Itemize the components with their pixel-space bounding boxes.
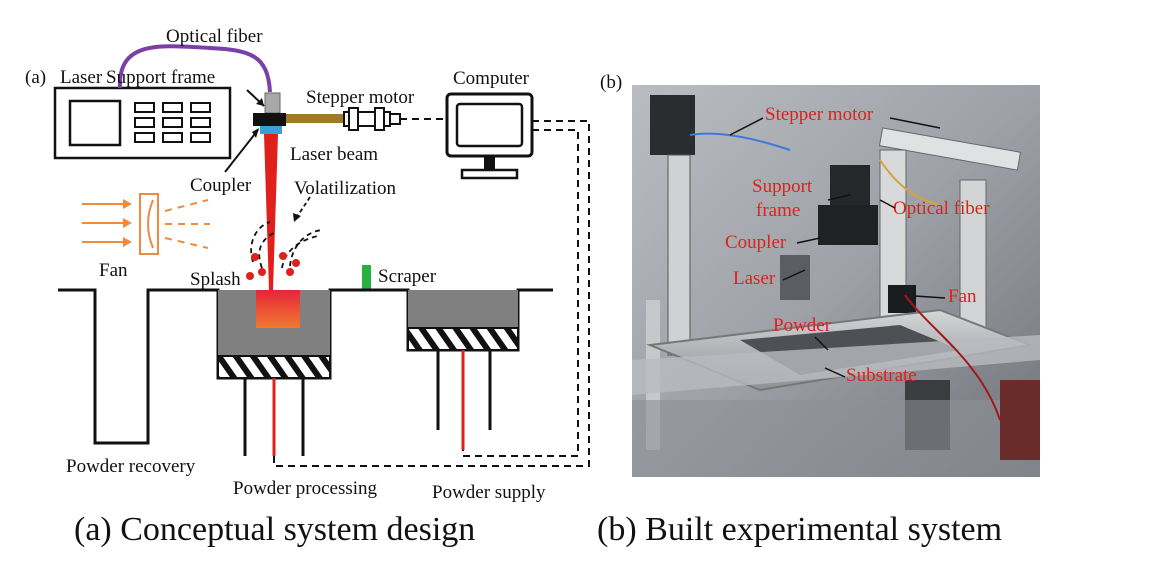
photo-label-substrate: Substrate xyxy=(846,365,917,386)
label-scraper: Scraper xyxy=(378,266,437,287)
processing-piston xyxy=(217,355,331,379)
label-splash: Splash xyxy=(190,269,241,290)
coupler-lens xyxy=(260,126,282,134)
volatilization-plume xyxy=(250,221,323,269)
photo-label-laser: Laser xyxy=(733,268,776,289)
splash-particles xyxy=(246,252,300,280)
panel-b-photo: (b) Stepper motor Support fr xyxy=(600,72,1040,477)
label-computer: Computer xyxy=(453,68,530,89)
coupler-black xyxy=(253,113,286,126)
label-fan: Fan xyxy=(99,260,128,281)
label-powder-recovery: Powder recovery xyxy=(66,456,196,477)
supply-piston xyxy=(407,327,519,351)
panel-a-tag: (a) xyxy=(25,67,46,88)
powder-bed-supply xyxy=(408,290,518,328)
scraper-blade xyxy=(362,265,371,289)
panel-a-diagram: (a) Laser Optical fiber Support frame xyxy=(25,26,590,503)
photo-label-optical-fiber: Optical fiber xyxy=(893,198,990,219)
caption-panel-a: (a) Conceptual system design xyxy=(74,511,475,548)
label-coupler: Coupler xyxy=(190,175,252,196)
photo-label-stepper-motor: Stepper motor xyxy=(765,104,874,125)
stepper-motor-symbol xyxy=(343,107,401,131)
photo-label-support-frame-1: Support xyxy=(752,176,813,197)
melt-pool xyxy=(256,290,300,328)
stepper-rod xyxy=(286,114,344,123)
photo-apparatus xyxy=(632,95,1040,477)
laser-beam xyxy=(264,134,278,290)
label-volatilization: Volatilization xyxy=(294,178,397,199)
label-laser-beam: Laser beam xyxy=(290,144,378,165)
caption-panel-b: (b) Built experimental system xyxy=(597,511,1002,548)
photo-label-powder: Powder xyxy=(773,315,832,336)
photo-arrows xyxy=(729,117,946,378)
label-powder-supply: Powder supply xyxy=(432,482,546,503)
label-support-frame: Support frame xyxy=(106,67,215,88)
photo-label-coupler: Coupler xyxy=(725,232,787,253)
computer-symbol xyxy=(445,92,534,180)
photo-label-support-frame-2: frame xyxy=(756,200,800,221)
laser-unit xyxy=(53,86,232,160)
label-stepper-motor: Stepper motor xyxy=(306,87,415,108)
panel-b-tag: (b) xyxy=(600,72,622,93)
fan-symbol xyxy=(82,193,210,255)
control-wiring xyxy=(273,118,590,467)
label-optical-fiber: Optical fiber xyxy=(166,26,263,47)
label-laser: Laser xyxy=(60,67,103,88)
support-frame-block xyxy=(264,92,281,114)
optical-fiber-line xyxy=(117,44,272,93)
photo-label-fan: Fan xyxy=(948,286,977,307)
label-powder-processing: Powder processing xyxy=(233,478,378,499)
